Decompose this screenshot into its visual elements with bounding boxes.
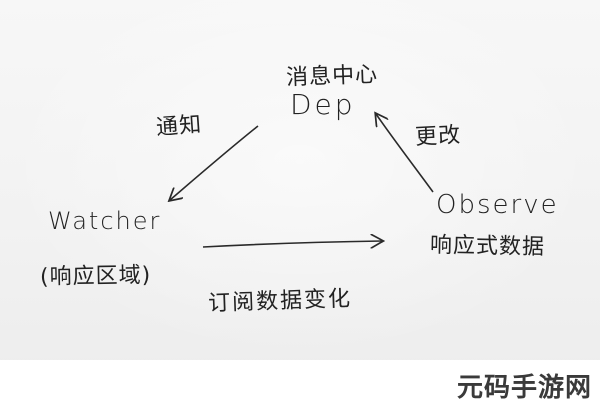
watcher-subtitle: (响应区域) bbox=[39, 263, 152, 290]
dep-name: Dep bbox=[290, 88, 356, 121]
arrows-layer bbox=[0, 0, 434, 360]
edge-label-subscribe: 订阅数据变化 bbox=[207, 286, 353, 317]
edge-label-change: 更改 bbox=[414, 122, 462, 151]
observe-subtitle: 响应式数据 bbox=[429, 232, 546, 261]
arrow-dep-to-watcher bbox=[170, 125, 259, 200]
dep-title: 消息中心 bbox=[285, 62, 379, 91]
watcher-name: Watcher bbox=[48, 207, 162, 235]
watermark-text: 元码手游网 bbox=[456, 373, 592, 402]
watermark-bar bbox=[0, 360, 600, 402]
observe-name: Observe bbox=[436, 190, 559, 220]
arrow-observe-to-dep bbox=[376, 114, 434, 193]
edge-label-notify: 通知 bbox=[155, 112, 204, 141]
paper-surface bbox=[0, 0, 600, 360]
arrow-watcher-to-observe bbox=[202, 241, 382, 247]
